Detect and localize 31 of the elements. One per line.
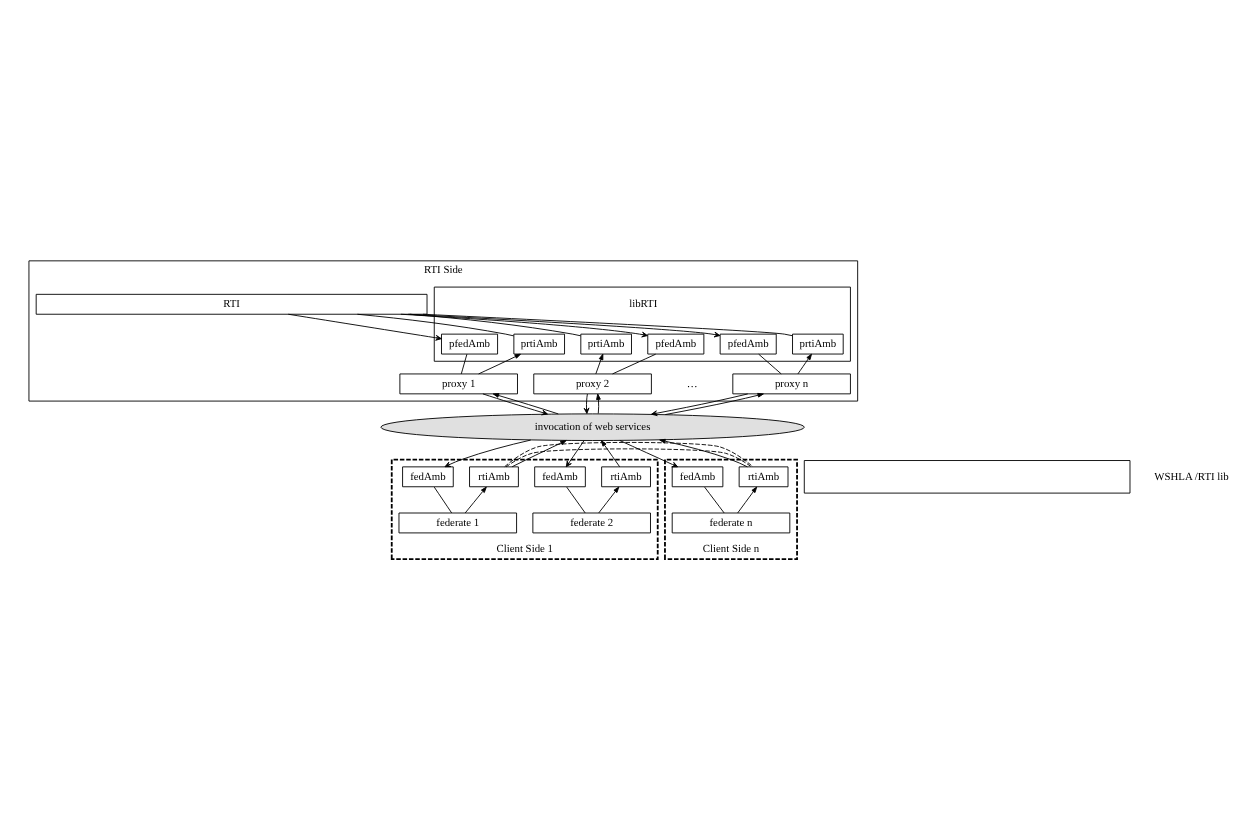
arrow [492, 393, 559, 415]
arrow [511, 440, 567, 468]
arrow [444, 439, 532, 468]
arrow [651, 393, 749, 417]
connector [460, 353, 468, 375]
arrow [600, 440, 621, 468]
arrow [400, 313, 648, 338]
arrow [598, 486, 620, 514]
arrow [595, 353, 604, 375]
arrow [797, 353, 812, 375]
arrow [619, 440, 679, 468]
connector [356, 313, 515, 337]
node-box [803, 460, 1131, 494]
arrow [596, 393, 601, 414]
connector [566, 486, 586, 514]
arrow [565, 440, 585, 468]
arrow [659, 438, 748, 468]
arrow [664, 392, 764, 415]
connector [758, 353, 782, 375]
connector [433, 486, 453, 514]
arrow [482, 393, 548, 416]
connector [612, 353, 657, 375]
arrow [583, 393, 590, 414]
connector [704, 486, 725, 514]
arrow [287, 313, 442, 341]
connector [422, 313, 793, 337]
connector [504, 442, 754, 468]
arrow [464, 486, 487, 514]
arrow [478, 353, 521, 375]
arrow [737, 486, 758, 514]
arrow [407, 313, 721, 338]
